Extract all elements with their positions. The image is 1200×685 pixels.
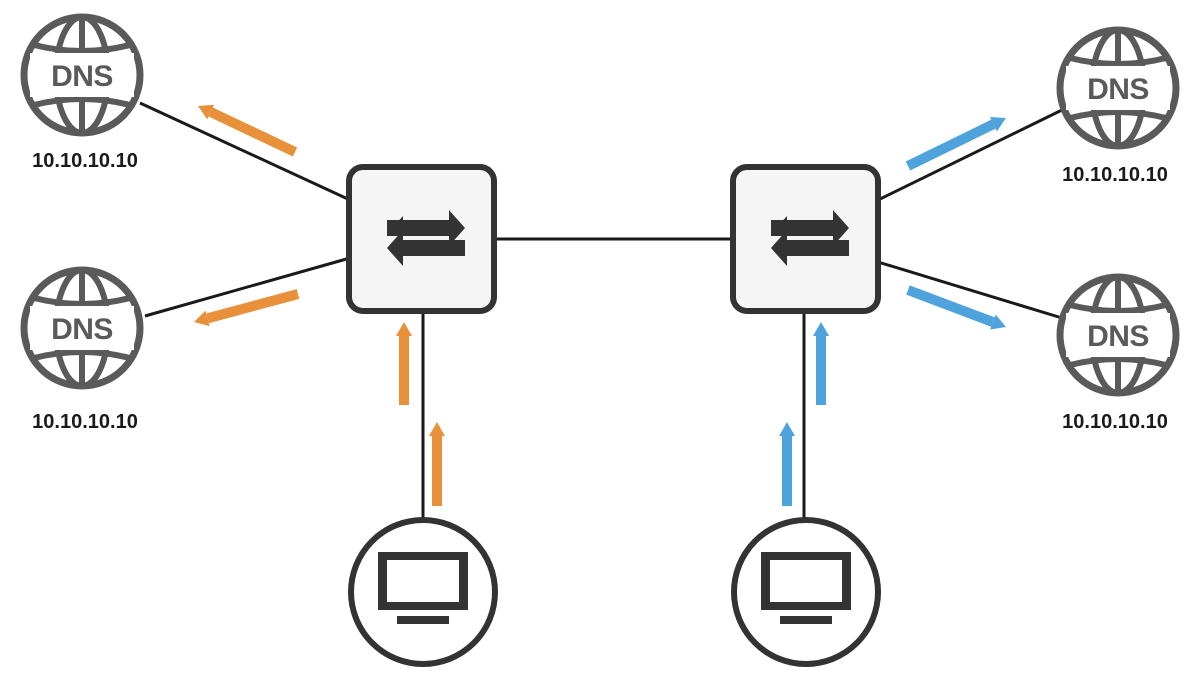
link-switch-right-dns-bottom-right	[877, 260, 1063, 320]
blue-arrow	[779, 422, 795, 506]
switch-right	[730, 164, 881, 314]
dns-word: DNS	[51, 60, 113, 93]
dns-ip-label: 10.10.10.10	[1062, 411, 1168, 433]
dns-server-top-left: DNS	[24, 17, 140, 133]
dns-ip-label: 10.10.10.10	[32, 150, 138, 172]
dns-ip-label: 10.10.10.10	[32, 411, 138, 433]
dns-ip-label: 10.10.10.10	[1062, 164, 1168, 186]
orange-traffic-arrows	[194, 104, 445, 506]
dns-word: DNS	[1087, 320, 1149, 353]
link-switch-left-dns-bottom-left	[144, 256, 351, 318]
connection-lines	[139, 101, 1063, 520]
link-switch-left-dns-top-left	[139, 101, 351, 202]
orange-arrow	[429, 422, 445, 506]
dns-word: DNS	[1087, 73, 1149, 106]
blue-arrow	[906, 285, 1006, 330]
link-switch-right-dns-top-right	[877, 108, 1063, 202]
orange-arrow	[198, 104, 298, 157]
switch-left	[346, 164, 497, 314]
orange-arrow	[194, 289, 300, 327]
blue-arrow	[813, 322, 829, 405]
dns-server-top-right: DNS	[1060, 30, 1176, 146]
orange-arrow	[396, 322, 412, 405]
dns-server-bottom-left: DNS	[24, 270, 140, 386]
blue-arrow	[905, 116, 1006, 171]
dns-word: DNS	[51, 313, 113, 346]
client-left	[348, 517, 498, 667]
client-right	[731, 517, 881, 667]
dns-server-bottom-right: DNS	[1060, 277, 1176, 393]
blue-traffic-arrows	[779, 116, 1006, 506]
